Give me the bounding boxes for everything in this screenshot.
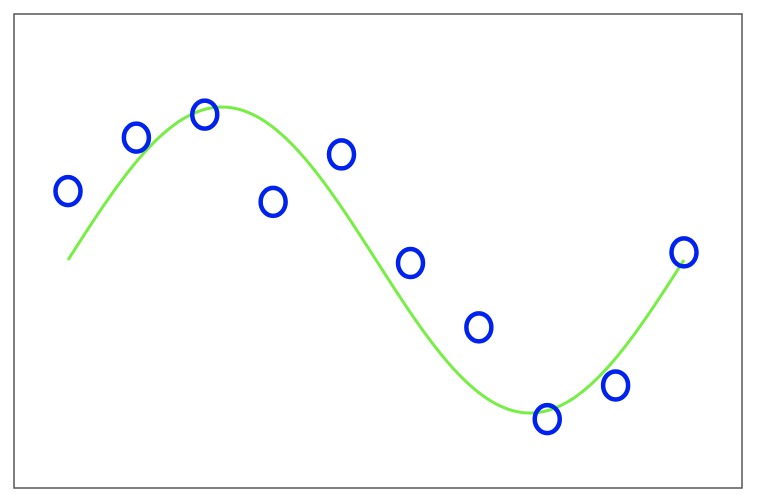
data-point xyxy=(53,174,83,208)
data-point xyxy=(532,402,562,436)
data-point xyxy=(121,121,152,154)
data-point xyxy=(669,236,699,269)
data-point xyxy=(395,246,426,280)
data-point xyxy=(190,98,220,131)
data-point xyxy=(600,369,631,402)
data-point xyxy=(258,185,288,219)
data-point xyxy=(326,138,357,171)
data-point xyxy=(464,311,494,344)
fit-curve xyxy=(66,105,686,415)
plot-frame xyxy=(13,13,743,489)
